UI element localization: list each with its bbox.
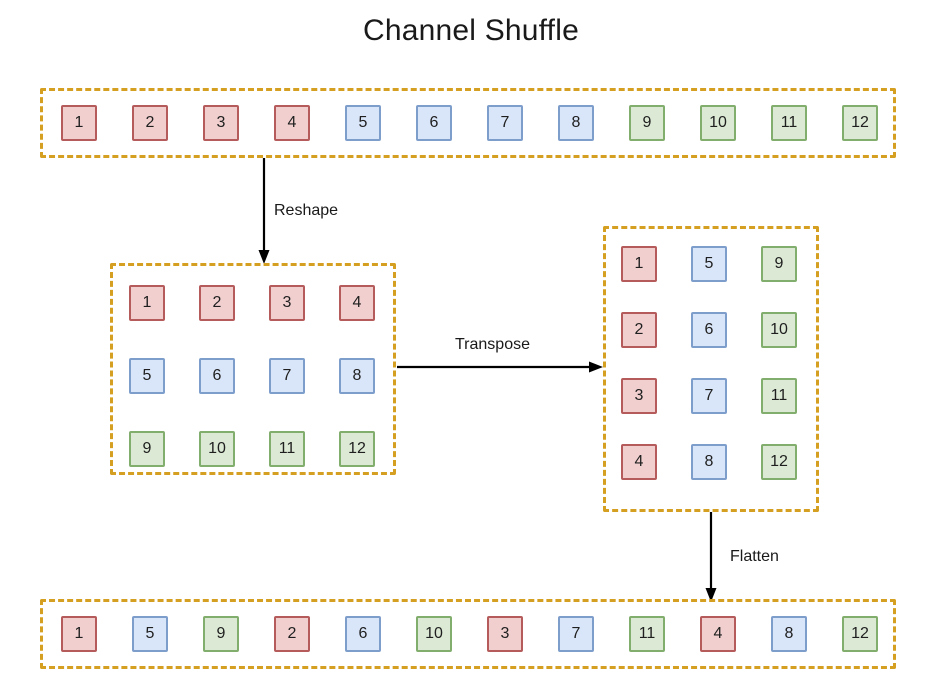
flatten-arrow-label: Flatten: [730, 548, 779, 565]
channel-cell: 9: [761, 246, 797, 282]
channel-cell: 6: [345, 616, 381, 652]
channel-cell: 5: [129, 358, 165, 394]
transposed-grid-group: [603, 226, 819, 512]
channel-cell: 8: [771, 616, 807, 652]
flatten-arrow: [705, 512, 717, 602]
reshape-arrow-head: [258, 250, 270, 264]
channel-cell: 7: [691, 378, 727, 414]
channel-cell: 4: [621, 444, 657, 480]
channel-cell: 4: [700, 616, 736, 652]
transpose-arrow-label: Transpose: [455, 336, 530, 353]
channel-cell: 7: [487, 105, 523, 141]
flatten-arrow-head: [705, 588, 717, 602]
channel-cell: 3: [269, 285, 305, 321]
reshape-arrow-label: Reshape: [274, 202, 339, 219]
channel-cell: 1: [61, 616, 97, 652]
reshape-arrow: [258, 158, 270, 264]
channel-cell: 5: [345, 105, 381, 141]
channel-cell: 7: [269, 358, 305, 394]
channel-cell: 12: [842, 616, 878, 652]
channel-cell: 11: [761, 378, 797, 414]
channel-cell: 9: [129, 431, 165, 467]
channel-cell: 2: [132, 105, 168, 141]
channel-cell: 10: [700, 105, 736, 141]
channel-cell: 11: [629, 616, 665, 652]
channel-cell: 5: [691, 246, 727, 282]
channel-cell: 5: [132, 616, 168, 652]
channel-cell: 12: [842, 105, 878, 141]
channel-cell: 11: [269, 431, 305, 467]
channel-cell: 6: [691, 312, 727, 348]
channel-cell: 8: [691, 444, 727, 480]
reshaped-grid-group: [110, 263, 396, 475]
channel-cell: 8: [558, 105, 594, 141]
channel-cell: 10: [199, 431, 235, 467]
channel-cell: 10: [761, 312, 797, 348]
channel-cell: 3: [203, 105, 239, 141]
input-channels-group: [40, 88, 896, 158]
channel-cell: 1: [61, 105, 97, 141]
channel-cell: 7: [558, 616, 594, 652]
transpose-arrow-head: [589, 361, 603, 373]
channel-cell: 12: [761, 444, 797, 480]
channel-cell: 1: [621, 246, 657, 282]
channel-cell: 6: [416, 105, 452, 141]
channel-cell: 9: [203, 616, 239, 652]
channel-cell: 11: [771, 105, 807, 141]
page-title: Channel Shuffle: [363, 14, 579, 47]
channel-cell: 2: [199, 285, 235, 321]
channel-cell: 4: [339, 285, 375, 321]
channel-cell: 8: [339, 358, 375, 394]
channel-cell: 9: [629, 105, 665, 141]
shuffled-channels-group: [40, 599, 896, 669]
channel-cell: 4: [274, 105, 310, 141]
channel-cell: 10: [416, 616, 452, 652]
channel-cell: 2: [621, 312, 657, 348]
channel-cell: 6: [199, 358, 235, 394]
channel-cell: 3: [487, 616, 523, 652]
channel-cell: 12: [339, 431, 375, 467]
transpose-arrow: [397, 361, 603, 373]
channel-cell: 1: [129, 285, 165, 321]
channel-cell: 2: [274, 616, 310, 652]
channel-cell: 3: [621, 378, 657, 414]
